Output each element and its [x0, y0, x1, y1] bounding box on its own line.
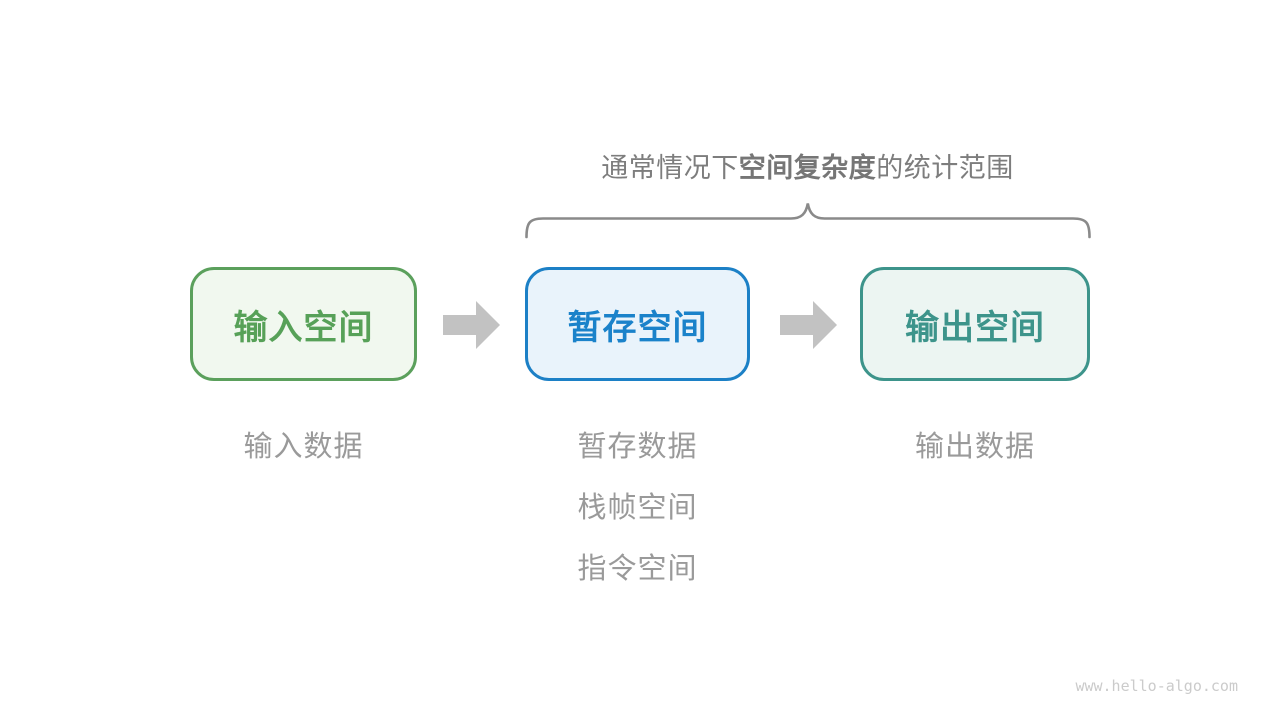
note-stack-frame-space: 栈帧空间	[577, 492, 698, 524]
box-input-space-label: 输入空间	[233, 308, 374, 347]
watermark-url: www.hello-algo.com	[1075, 677, 1238, 695]
note-instruction-space: 指令空间	[577, 553, 698, 585]
box-temp-space: 暂存空间	[525, 267, 750, 381]
note-temp-list: 暂存数据 栈帧空间 指令空间	[525, 423, 750, 606]
note-output-data: 输出数据	[914, 431, 1035, 463]
scope-title-prefix: 通常情况下	[601, 153, 739, 183]
box-input-space: 输入空间	[190, 267, 417, 381]
arrow-right-icon	[443, 301, 500, 349]
box-output-space-label: 输出空间	[905, 308, 1045, 347]
note-input-data: 输入数据	[243, 431, 364, 463]
arrow-right-icon	[780, 301, 837, 349]
note-temp-data: 暂存数据	[577, 431, 698, 463]
box-temp-space-label: 暂存空间	[567, 308, 708, 347]
scope-title-suffix: 的统计范围	[876, 153, 1014, 183]
curly-brace-icon	[525, 203, 1091, 239]
scope-title-bold-term: 空间复杂度	[738, 153, 877, 183]
scope-title: 通常情况下空间复杂度的统计范围	[525, 146, 1090, 185]
box-output-space: 输出空间	[860, 267, 1090, 381]
